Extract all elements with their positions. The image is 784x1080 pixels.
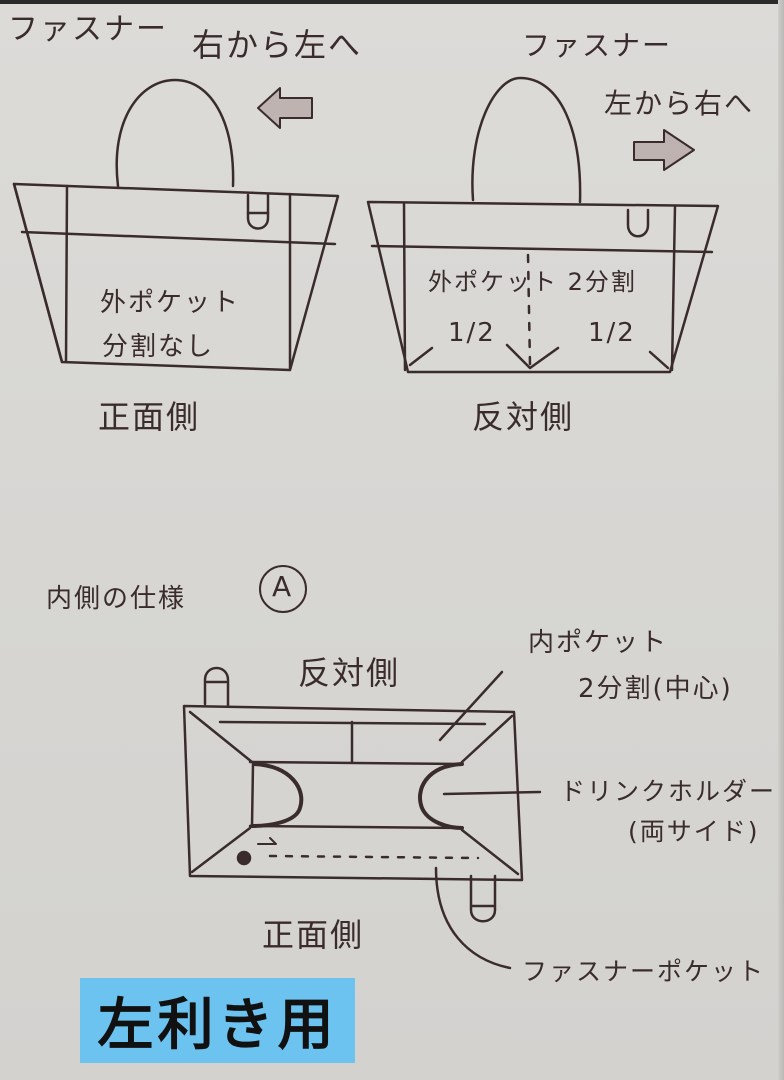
back-bag-handle <box>471 76 582 204</box>
callout-drink-holder <box>442 790 542 796</box>
right-arrow-icon <box>633 129 695 171</box>
back-half-right: 1/2 <box>588 318 636 348</box>
zipper-pull <box>236 850 252 866</box>
front-pocket-text-line1: 外ポケット <box>100 288 241 318</box>
back-pocket-text: 外ポケット 2分割 <box>428 268 637 296</box>
back-bag-sketch <box>366 76 720 374</box>
interior-handle-tab-top <box>203 666 230 708</box>
front-bag-left-panel <box>64 184 69 364</box>
interior-handle-tab-bottom <box>469 874 497 923</box>
front-bag-sketch <box>12 78 340 372</box>
callout-zipper-pocket <box>434 866 512 970</box>
front-view-caption: 正面側 <box>98 398 201 436</box>
callout-inner-pocket <box>438 670 504 742</box>
back-bag-right-panel <box>670 204 677 372</box>
photo-top-edge <box>0 0 784 4</box>
interior-inner-bottom-line <box>248 760 464 766</box>
front-bag-top-band <box>20 230 337 246</box>
back-bag-top-band <box>370 244 714 254</box>
left-handed-badge: 左利き用 <box>80 978 355 1063</box>
interior-outer-box <box>182 704 524 882</box>
interior-bag-sketch <box>182 565 542 970</box>
paper-right-edge <box>778 0 784 1080</box>
inner-pocket-label: 内ポケット <box>528 628 669 658</box>
drink-holder-label: ドリンクホルダー <box>560 777 777 806</box>
back-zipper-direction: 左から右へ <box>604 87 755 120</box>
interior-left-drink-holder <box>250 762 304 828</box>
back-bag-tab <box>626 208 650 238</box>
zipper-pocket-label: ファスナーポケット <box>522 957 766 986</box>
back-half-left: 1/2 <box>448 318 496 348</box>
interior-variant-label: A <box>272 570 294 603</box>
interior-title: 内側の仕様 <box>46 584 187 614</box>
interior-top-caption: 反対側 <box>298 654 401 692</box>
interior-right-drink-holder <box>418 762 464 830</box>
front-zipper-label: ファスナー <box>8 12 168 47</box>
back-view-caption: 反対側 <box>472 398 575 436</box>
variant-circle <box>259 565 307 613</box>
left-handed-badge-label: 左利き用 <box>97 993 338 1058</box>
back-bag-divider <box>526 253 532 367</box>
back-zipper-label: ファスナー <box>522 29 673 62</box>
front-bag-handle <box>115 78 235 188</box>
back-bag-body <box>366 200 720 374</box>
drink-holder-detail: (両サイド) <box>628 817 760 846</box>
interior-bottom-caption: 正面側 <box>262 916 365 954</box>
left-arrow-icon <box>257 87 313 129</box>
front-pocket-text-line2: 分割なし <box>102 332 215 362</box>
interior-zipper-line <box>268 854 480 860</box>
front-bag-tab <box>246 193 270 230</box>
back-bag-left-panel <box>402 202 407 372</box>
front-zipper-direction: 右から左へ <box>192 26 363 64</box>
inner-pocket-detail: 2分割(中心) <box>578 674 733 704</box>
